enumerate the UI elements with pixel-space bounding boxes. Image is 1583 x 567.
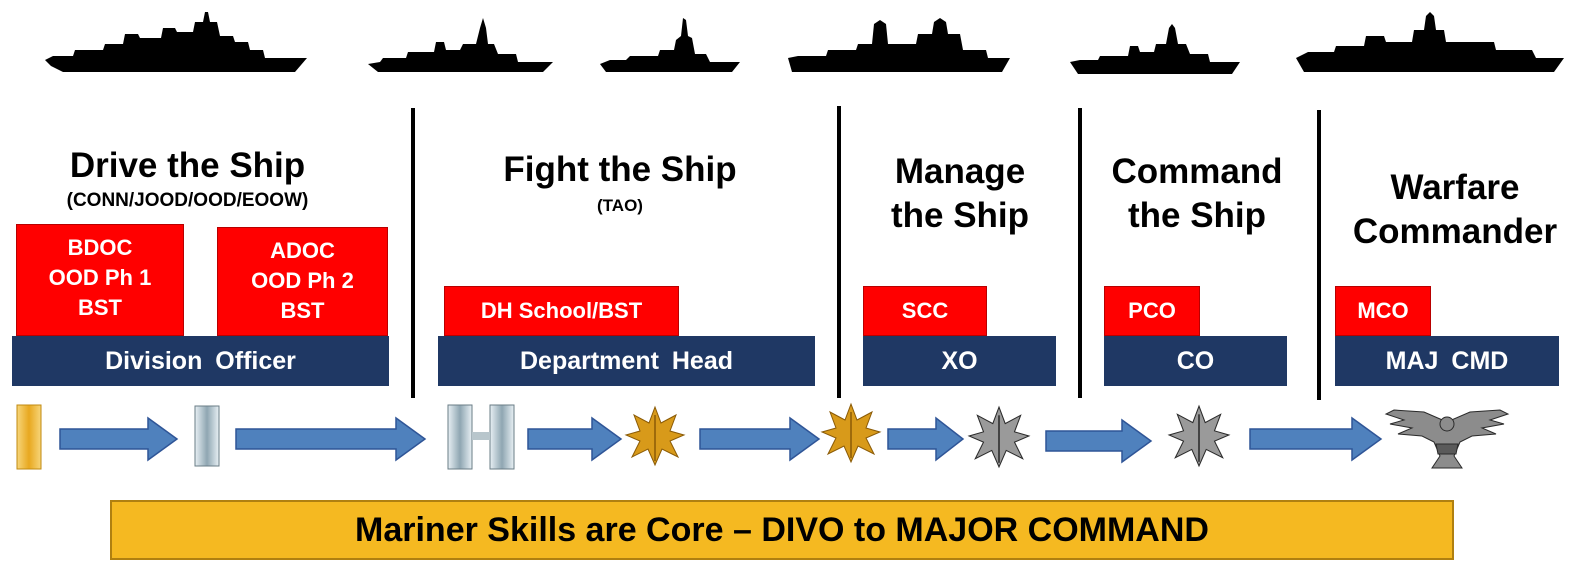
ship-silhouette-4	[788, 16, 1010, 74]
ship-silhouette-1	[45, 8, 307, 74]
separator-1	[411, 108, 415, 398]
stage-subheading-fight: (TAO)	[597, 196, 643, 215]
ship-silhouette-3	[600, 16, 740, 74]
eagle-icon	[1384, 404, 1510, 472]
training-pco: PCO	[1104, 286, 1200, 336]
progression-arrow-7	[1249, 416, 1383, 462]
progression-arrow-3	[527, 416, 623, 462]
progression-arrow-4	[699, 416, 821, 462]
training-bdoc: BDOC OOD Ph 1 BST	[16, 224, 184, 336]
separator-4	[1317, 110, 1321, 400]
ship-silhouette-5	[1070, 22, 1240, 76]
role-department-head: Department Head	[438, 336, 815, 386]
separator-3	[1078, 108, 1082, 398]
training-dh-school: DH School/BST	[444, 286, 679, 336]
ensign-bar-icon	[16, 404, 42, 470]
stage-heading-drive: Drive the Ship	[69, 146, 306, 185]
gold-oak-leaf-icon	[624, 405, 686, 467]
stage-subheading-drive: (CONN/JOOD/OOD/EOOW)	[66, 190, 309, 211]
role-xo: XO	[863, 336, 1056, 386]
stage-heading-manage: Manage the Ship	[890, 152, 1030, 235]
stage-heading-command: Command the Ship	[1111, 152, 1283, 235]
progression-arrow-1	[59, 416, 179, 462]
silver-oak-leaf-icon	[1166, 404, 1232, 468]
role-co: CO	[1104, 336, 1287, 386]
progression-arrow-5	[887, 416, 965, 462]
separator-2	[837, 106, 841, 398]
role-division-officer: Division Officer	[12, 336, 389, 386]
progression-arrow-2	[235, 416, 427, 462]
lt-double-bar-icon	[446, 404, 516, 470]
training-mco: MCO	[1335, 286, 1431, 336]
stage-heading-warfare: Warfare Commander	[1352, 168, 1558, 251]
stage-heading-fight: Fight the Ship	[503, 150, 737, 189]
training-scc: SCC	[863, 286, 987, 336]
role-maj-cmd: MAJ CMD	[1335, 336, 1559, 386]
progression-arrow-6	[1045, 418, 1153, 464]
ship-silhouette-2	[368, 14, 553, 74]
mariner-skills-banner: Mariner Skills are Core – DIVO to MAJOR …	[110, 500, 1454, 560]
silver-oak-leaf-icon	[966, 405, 1032, 469]
ship-silhouette-6	[1296, 12, 1564, 74]
gold-oak-leaf-icon	[820, 402, 882, 464]
ltjg-bar-icon	[194, 405, 220, 467]
training-adoc: ADOC OOD Ph 2 BST	[217, 227, 388, 336]
